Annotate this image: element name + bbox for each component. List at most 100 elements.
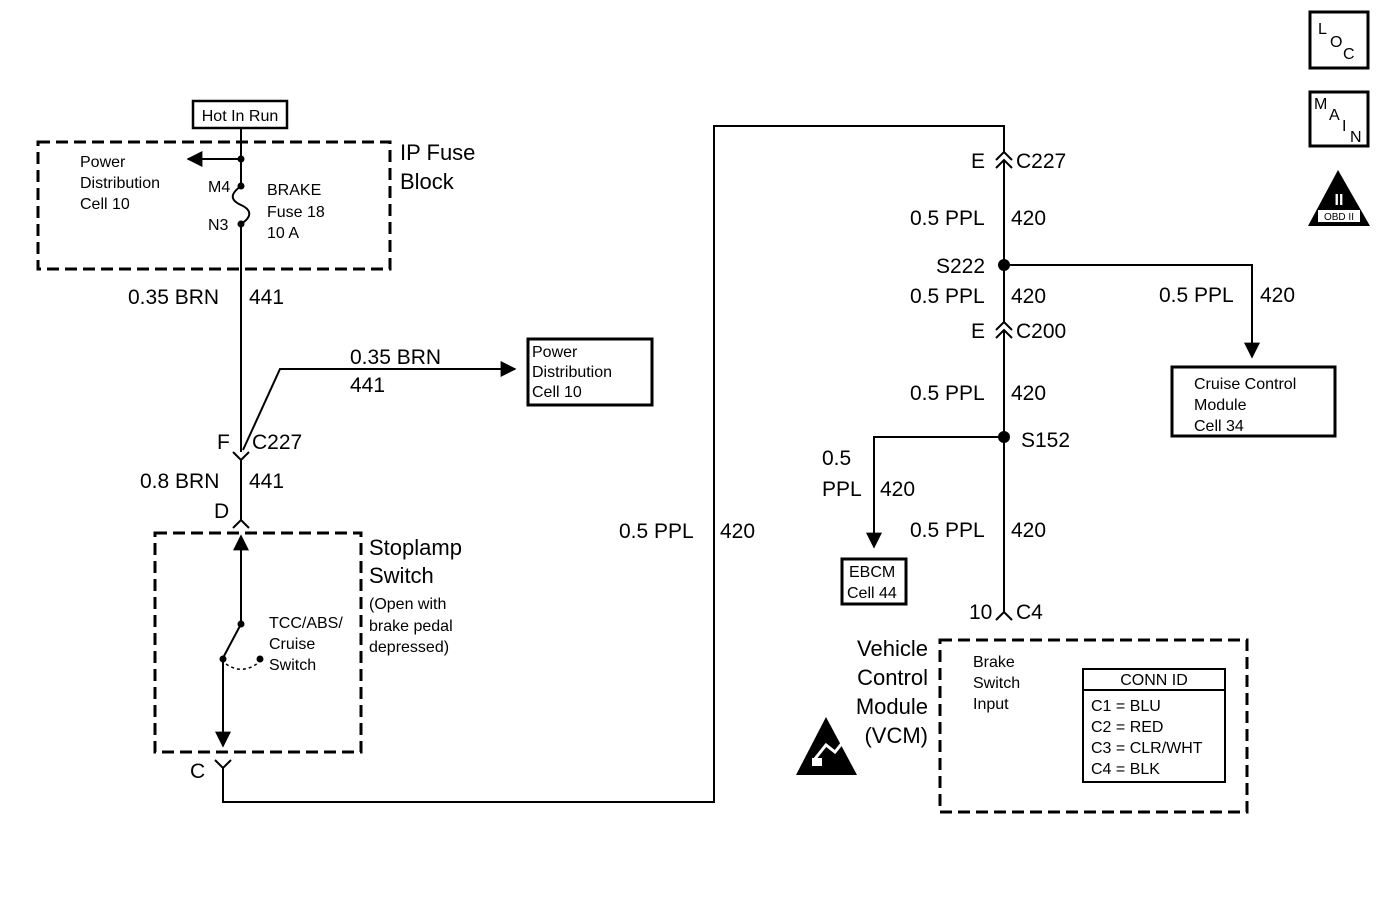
ip-fuse-block-outline	[36, 140, 392, 271]
svg-text:420: 420	[880, 478, 915, 501]
fuse-symbol	[231, 185, 251, 225]
svg-text:Vehicle: Vehicle	[857, 636, 928, 661]
svg-text:Power: Power	[532, 344, 578, 361]
svg-text:C2 = RED: C2 = RED	[1091, 719, 1163, 736]
svg-text:441: 441	[249, 470, 284, 493]
svg-text:441: 441	[249, 286, 284, 309]
svg-text:N: N	[1350, 129, 1362, 146]
svg-text:I: I	[1342, 118, 1346, 135]
svg-text:420: 420	[1011, 285, 1046, 308]
svg-text:M4: M4	[208, 179, 230, 196]
svg-text:depressed): depressed)	[369, 639, 449, 656]
svg-text:C4: C4	[1016, 601, 1043, 624]
svg-text:Cell 34: Cell 34	[1194, 418, 1244, 435]
svg-text:C1 = BLU: C1 = BLU	[1091, 698, 1161, 715]
svg-text:Control: Control	[857, 665, 928, 690]
svg-text:O: O	[1330, 34, 1342, 51]
svg-text:S152: S152	[1021, 429, 1070, 452]
svg-text:D: D	[214, 500, 229, 523]
svg-text:C227: C227	[1016, 150, 1066, 173]
svg-text:C: C	[1343, 46, 1355, 63]
svg-text:L: L	[1318, 21, 1327, 38]
svg-text:brake pedal: brake pedal	[369, 618, 453, 635]
svg-text:BRAKE: BRAKE	[267, 182, 321, 199]
svg-text:E: E	[971, 150, 985, 173]
svg-text:10 A: 10 A	[267, 225, 299, 242]
svg-text:C227: C227	[252, 431, 302, 454]
svg-text:TCC/ABS/: TCC/ABS/	[269, 615, 343, 632]
conn-id-table: CONN ID C1 = BLU C2 = RED C3 = CLR/WHT C…	[1082, 668, 1226, 783]
svg-text:0.5 PPL: 0.5 PPL	[910, 285, 985, 308]
svg-text:10: 10	[969, 601, 992, 624]
svg-text:Power: Power	[80, 154, 126, 171]
svg-text:Module: Module	[1194, 397, 1247, 414]
svg-text:Cell 44: Cell 44	[847, 585, 897, 602]
svg-text:Cruise Control: Cruise Control	[1194, 376, 1296, 393]
svg-text:420: 420	[720, 520, 755, 543]
svg-text:C: C	[190, 760, 205, 783]
svg-text:II: II	[1335, 192, 1344, 209]
svg-text:Stoplamp: Stoplamp	[369, 535, 462, 560]
main-icon[interactable]: M A I N	[1308, 90, 1370, 148]
svg-text:C4 = BLK: C4 = BLK	[1091, 761, 1160, 778]
svg-text:Block: Block	[400, 169, 455, 194]
svg-text:PPL: PPL	[822, 478, 862, 501]
svg-text:420: 420	[1011, 382, 1046, 405]
power-distribution-box	[526, 337, 654, 407]
svg-text:Cell 10: Cell 10	[80, 196, 130, 213]
fuse-block: Hot In Run IP Fuse Block Power Distribut…	[36, 99, 475, 271]
svg-text:(VCM): (VCM)	[864, 723, 928, 748]
svg-text:Input: Input	[973, 696, 1009, 713]
svg-text:N3: N3	[208, 217, 229, 234]
svg-text:CONN ID: CONN ID	[1120, 672, 1188, 689]
connector-c4	[995, 610, 1013, 621]
stoplamp-switch: Stoplamp Switch (Open with brake pedal d…	[153, 531, 462, 783]
svg-text:C200: C200	[1016, 320, 1066, 343]
hot-in-run-box	[191, 99, 289, 130]
svg-text:0.35 BRN: 0.35 BRN	[128, 286, 219, 309]
cruise-control-module-box	[1170, 365, 1337, 438]
svg-text:0.8 BRN: 0.8 BRN	[140, 470, 219, 493]
svg-text:Hot In Run: Hot In Run	[202, 108, 278, 125]
connector-c227-f	[232, 451, 250, 462]
svg-text:Cruise: Cruise	[269, 636, 315, 653]
right-circuit: E C227 0.5 PPL 420 S222 0.5 PPL 420 0.5 …	[822, 150, 1337, 624]
svg-text:420: 420	[1260, 284, 1295, 307]
svg-text:0.5 PPL: 0.5 PPL	[619, 520, 694, 543]
svg-text:420: 420	[1011, 207, 1046, 230]
switch-contact	[223, 623, 242, 657]
svg-text:Distribution: Distribution	[532, 364, 612, 381]
loc-icon[interactable]: L O C	[1308, 10, 1370, 70]
obd-ii-icon[interactable]: II OBD II	[1308, 170, 1370, 226]
vehicle-control-module: Vehicle Control Module (VCM) Brake Switc…	[796, 636, 1249, 814]
svg-text:0.5: 0.5	[822, 447, 851, 470]
svg-text:IP Fuse: IP Fuse	[400, 140, 475, 165]
svg-text:A: A	[1329, 107, 1340, 124]
esd-warning-icon	[796, 717, 857, 775]
svg-text:Distribution: Distribution	[80, 175, 160, 192]
svg-text:S222: S222	[936, 255, 985, 278]
svg-text:441: 441	[350, 374, 385, 397]
svg-text:(Open with: (Open with	[369, 596, 446, 613]
svg-text:Cell 10: Cell 10	[532, 384, 582, 401]
svg-text:EBCM: EBCM	[849, 564, 895, 581]
svg-text:0.5 PPL: 0.5 PPL	[910, 207, 985, 230]
svg-text:Brake: Brake	[973, 654, 1015, 671]
svg-text:Switch: Switch	[269, 657, 316, 674]
left-circuit: 0.35 BRN 441 0.35 BRN 441 Power Distribu…	[128, 224, 654, 529]
svg-text:0.5 PPL: 0.5 PPL	[1159, 284, 1234, 307]
svg-text:Switch: Switch	[973, 675, 1020, 692]
ebcm-box	[840, 557, 908, 606]
svg-text:Module: Module	[856, 694, 928, 719]
svg-text:OBD II: OBD II	[1324, 212, 1354, 223]
middle-wire: 0.5 PPL 420	[222, 125, 1005, 803]
svg-text:0.5 PPL: 0.5 PPL	[910, 519, 985, 542]
vcm-outline	[938, 638, 1249, 814]
svg-text:0.35 BRN: 0.35 BRN	[350, 346, 441, 369]
svg-text:E: E	[971, 320, 985, 343]
svg-text:C3 = CLR/WHT: C3 = CLR/WHT	[1091, 740, 1203, 757]
svg-text:Fuse 18: Fuse 18	[267, 204, 325, 221]
svg-text:M: M	[1314, 96, 1327, 113]
stoplamp-switch-outline	[153, 531, 363, 754]
